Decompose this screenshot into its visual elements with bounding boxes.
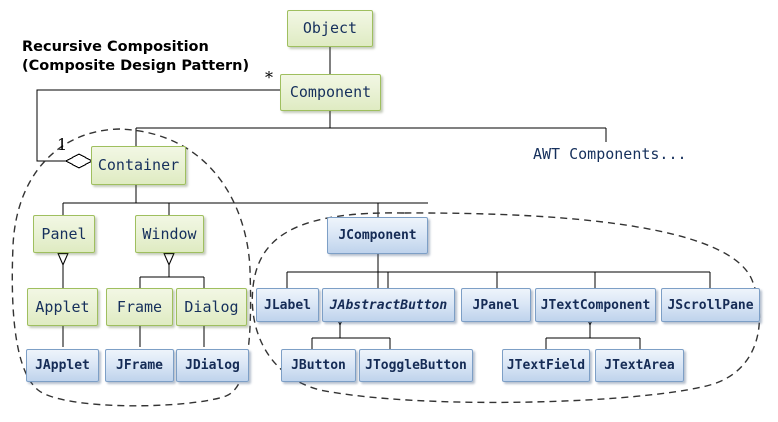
class-box-jabstractbutton[interactable]: JAbstractButton [322,288,455,322]
awt-components-label: AWT Components... [533,145,687,163]
class-label-applet: Applet [35,297,90,316]
class-label-jpanel: JPanel [472,297,520,313]
diagram-title-line-1: Recursive Composition [22,39,209,55]
class-label-frame: Frame [116,297,163,316]
class-label-window: Window [142,224,197,243]
class-label-panel: Panel [41,224,87,243]
class-box-container[interactable]: Container [91,146,186,185]
class-label-dialog: Dialog [184,297,239,316]
class-label-jdialog: JDialog [185,358,240,373]
class-label-jtextfield: JTextField [506,358,586,373]
class-label-component: Component [289,83,372,101]
class-label-jbutton: JButton [291,358,346,373]
class-label-jtextcomponent: JTextComponent [540,297,651,313]
class-label-jtextarea: JTextArea [604,358,675,373]
class-label-jabstractbutton: JAbstractButton [329,297,448,313]
class-box-japplet[interactable]: JApplet [26,349,99,382]
diagram-title: Recursive Composition (Composite Design … [22,38,249,76]
class-box-jbutton[interactable]: JButton [281,349,356,382]
class-box-panel[interactable]: Panel [33,215,95,253]
group-outline-awt-container [11,128,252,407]
class-box-jpanel[interactable]: JPanel [461,288,531,322]
multiplicity-many-label: * [265,68,273,87]
class-label-jframe: JFrame [116,358,163,373]
class-box-jtogglebutton[interactable]: JToggleButton [359,349,473,382]
multiplicity-one-label: 1 [57,135,68,154]
class-box-jcomponent[interactable]: JComponent [327,217,428,254]
class-box-jlabel[interactable]: JLabel [256,288,319,322]
class-box-component[interactable]: Component [280,74,381,111]
class-label-jscrollpane: JScrollPane [667,297,754,313]
diagram-title-line-2: (Composite Design Pattern) [22,58,250,74]
class-box-object[interactable]: Object [287,10,373,47]
class-label-object: Object [302,19,358,37]
class-box-jtextfield[interactable]: JTextField [502,349,590,382]
class-box-jscrollpane[interactable]: JScrollPane [661,288,760,322]
class-box-jtextcomponent[interactable]: JTextComponent [535,288,656,322]
class-label-jtogglebutton: JToggleButton [365,358,467,373]
aggregation-diamond [64,153,94,169]
class-box-frame[interactable]: Frame [106,288,173,326]
class-box-window[interactable]: Window [135,215,204,253]
class-label-japplet: JApplet [35,358,90,373]
class-box-jtextarea[interactable]: JTextArea [595,349,684,382]
class-label-jcomponent: JComponent [338,228,417,243]
class-box-dialog[interactable]: Dialog [176,288,247,326]
class-label-container: Container [97,156,180,174]
class-box-jdialog[interactable]: JDialog [176,349,249,382]
aggregation-container-component [36,89,283,162]
class-box-jframe[interactable]: JFrame [105,349,174,382]
class-label-jlabel: JLabel [264,297,311,313]
class-box-applet[interactable]: Applet [27,288,98,326]
